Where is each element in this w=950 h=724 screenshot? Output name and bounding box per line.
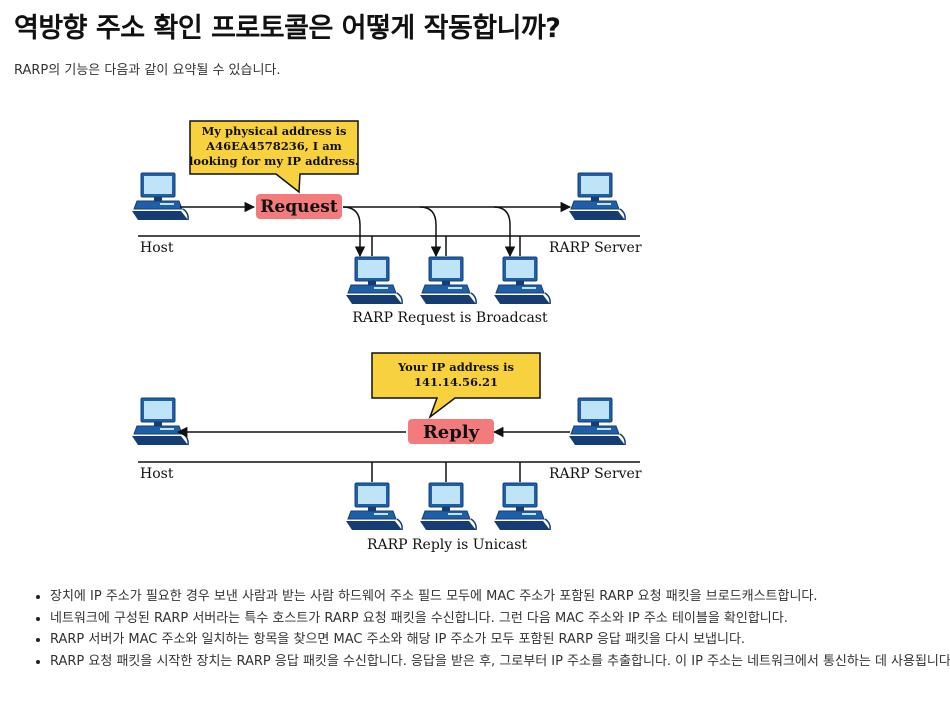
reply-host-label: Host	[140, 466, 174, 482]
request-caption: RARP Request is Broadcast	[352, 310, 548, 326]
reply-client-computer-icon	[419, 482, 477, 531]
list-item: RARP 서버가 MAC 주소와 일치하는 항목을 찾으면 MAC 주소와 해당…	[50, 629, 950, 651]
request-server-label: RARP Server	[549, 240, 642, 256]
intro-text: RARP의 기능은 다음과 같이 요약될 수 있습니다.	[14, 63, 281, 78]
request-bubble-line: A46EA4578236, I am	[205, 139, 342, 153]
page-title: 역방향 주소 확인 프로토콜은 어떻게 작동합니까?	[14, 13, 561, 44]
reply-section: Your IP address is 141.14.56.21 Reply Ho…	[131, 352, 642, 553]
reply-speech-bubble: Your IP address is 141.14.56.21	[371, 352, 541, 420]
list-item: 네트워크에 구성된 RARP 서버라는 특수 호스트가 RARP 요청 패킷을 …	[50, 608, 950, 630]
request-client-computer-icon	[419, 256, 477, 305]
request-host-label: Host	[140, 240, 174, 256]
reply-message-label: Reply	[423, 422, 480, 443]
reply-host-computer-icon	[131, 397, 189, 446]
rarp-steps-list: 장치에 IP 주소가 필요한 경우 보낸 사람과 받는 사람 하드웨어 주소 필…	[30, 586, 950, 672]
request-speech-bubble: My physical address is A46EA4578236, I a…	[189, 120, 359, 194]
broadcast-arrow	[493, 206, 516, 258]
request-message-box: Request	[256, 194, 342, 219]
request-bubble-line: looking for my IP address.	[189, 154, 359, 168]
reply-client-computer-icon	[345, 482, 403, 531]
reply-client-computer-icon	[493, 482, 551, 531]
broadcast-arrow	[342, 206, 366, 258]
request-client-computer-icon	[493, 256, 551, 305]
reply-bubble-line: 141.14.56.21	[414, 375, 498, 389]
reply-caption: RARP Reply is Unicast	[367, 537, 527, 553]
broadcast-arrow	[419, 206, 442, 258]
request-bubble-line: My physical address is	[202, 124, 347, 138]
reply-server-computer-icon	[568, 397, 626, 446]
list-item: RARP 요청 패킷을 시작한 장치는 RARP 응답 패킷을 수신합니다. 응…	[50, 651, 950, 673]
request-server-computer-icon	[568, 172, 626, 221]
rarp-diagram: My physical address is A46EA4578236, I a…	[131, 120, 642, 553]
reply-server-label: RARP Server	[549, 466, 642, 482]
request-section: My physical address is A46EA4578236, I a…	[131, 120, 642, 326]
request-message-label: Request	[260, 197, 338, 217]
request-client-computer-icon	[345, 256, 403, 305]
reply-message-box: Reply	[408, 419, 494, 444]
reply-bubble-line: Your IP address is	[397, 360, 514, 374]
list-item: 장치에 IP 주소가 필요한 경우 보낸 사람과 받는 사람 하드웨어 주소 필…	[50, 586, 950, 608]
request-host-computer-icon	[131, 172, 189, 221]
